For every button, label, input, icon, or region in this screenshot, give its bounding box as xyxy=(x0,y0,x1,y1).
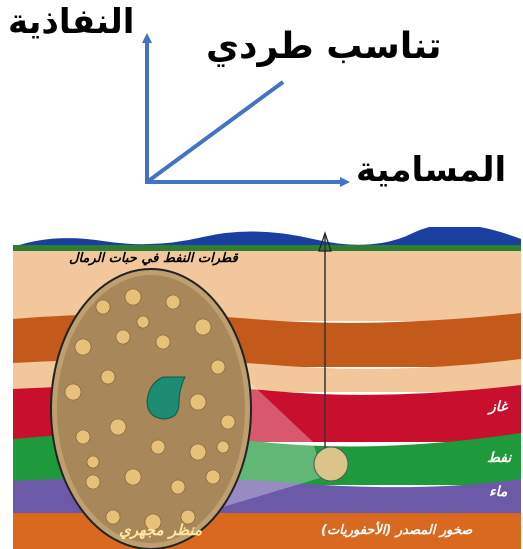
x-axis-label: المسامية xyxy=(356,150,506,190)
macro-view-label: منظر مجهري xyxy=(119,521,202,539)
source-rock-label: صخور المصدر (الأحفوريات) xyxy=(321,523,472,538)
gas-label: غاز xyxy=(489,399,507,415)
grains-caption: قطرات النفط في حبات الرمال xyxy=(69,251,238,266)
y-axis-label: النفاذية xyxy=(8,2,134,42)
oil-reservoir-illustration: قطرات النفط في حبات الرمال غاز نفط ماء ص… xyxy=(13,227,521,549)
relation-label: تناسب طردي xyxy=(206,26,442,67)
oil-label: نفط xyxy=(487,450,511,466)
reservoir-layers xyxy=(13,227,521,549)
porosity-permeability-diagram: النفاذية تناسب طردي المسامية xyxy=(0,0,523,215)
sample-spot xyxy=(314,447,348,481)
water-label: ماء xyxy=(489,484,507,500)
direct-relation-line xyxy=(147,82,283,182)
